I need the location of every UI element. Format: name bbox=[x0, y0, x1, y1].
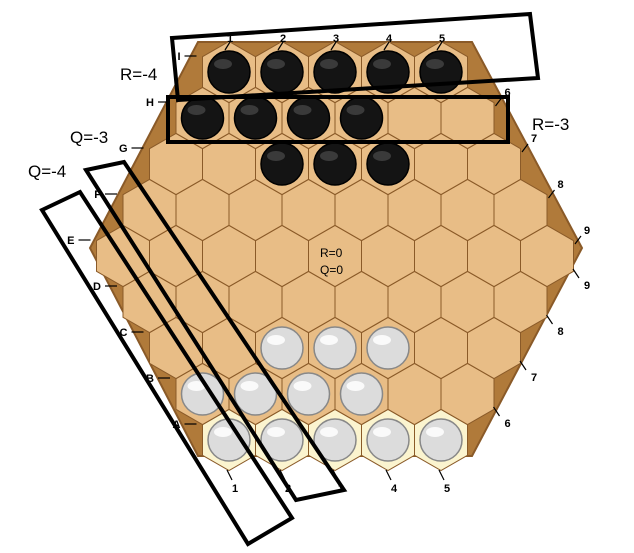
right-col-tick-6 bbox=[493, 406, 500, 417]
white-marble-C3[interactable] bbox=[260, 326, 304, 370]
upper-right-col-label-8: 8 bbox=[557, 179, 563, 191]
center-r-label: R=0 bbox=[320, 246, 343, 260]
board-marbles bbox=[180, 50, 463, 462]
right-col-label-7: 7 bbox=[531, 372, 537, 384]
top-col-label-5: 5 bbox=[439, 33, 445, 45]
black-marble-G7[interactable] bbox=[366, 142, 410, 186]
row-label-H: H bbox=[146, 97, 154, 109]
bottom-col-label-5: 5 bbox=[444, 483, 450, 495]
annotation-overlays bbox=[39, 11, 541, 547]
q-minus4-box bbox=[39, 189, 295, 547]
row-label-G: G bbox=[119, 143, 128, 155]
top-col-tick-5 bbox=[436, 41, 443, 51]
right-col-label-9: 9 bbox=[584, 280, 590, 292]
black-marble-H6[interactable] bbox=[286, 96, 331, 140]
black-marble-I8[interactable] bbox=[366, 50, 410, 94]
upper-right-col-label-7: 7 bbox=[531, 133, 537, 145]
white-marble-B1[interactable] bbox=[180, 372, 225, 416]
white-marble-A4[interactable] bbox=[366, 418, 410, 462]
white-marble-B3[interactable] bbox=[286, 372, 331, 416]
white-marble-C5[interactable] bbox=[366, 326, 410, 370]
top-col-tick-4 bbox=[383, 41, 390, 51]
black-marble-H4[interactable] bbox=[180, 96, 225, 140]
right-col-tick-7 bbox=[519, 360, 527, 371]
right-col-label-8: 8 bbox=[557, 326, 563, 338]
center-q-label: Q=0 bbox=[320, 263, 343, 277]
upper-right-col-label-9: 9 bbox=[584, 225, 590, 237]
bottom-col-tick-5 bbox=[438, 469, 445, 481]
white-marble-A2[interactable] bbox=[260, 418, 304, 462]
black-marble-I6[interactable] bbox=[260, 50, 304, 94]
black-marble-G6[interactable] bbox=[313, 142, 357, 186]
upper-right-col-label-6: 6 bbox=[504, 87, 510, 99]
right-col-tick-8 bbox=[546, 314, 553, 325]
row-label-B: B bbox=[146, 373, 154, 385]
black-marble-G5[interactable] bbox=[260, 142, 304, 186]
top-col-label-3: 3 bbox=[333, 33, 339, 45]
upper-right-col-tick-8 bbox=[548, 189, 555, 199]
bottom-col-label-1: 1 bbox=[232, 483, 238, 495]
white-marble-B2[interactable] bbox=[233, 372, 278, 416]
bottom-col-label-4: 4 bbox=[391, 483, 398, 495]
row-label-C: C bbox=[120, 327, 128, 339]
bottom-col-tick-1 bbox=[226, 469, 233, 481]
r-minus4-label: R=-4 bbox=[120, 65, 157, 84]
white-marble-B4[interactable] bbox=[339, 372, 384, 416]
black-marble-H5[interactable] bbox=[233, 96, 278, 140]
black-marble-H7[interactable] bbox=[339, 96, 384, 140]
top-col-tick-3 bbox=[330, 41, 337, 51]
top-col-tick-1 bbox=[224, 41, 231, 51]
top-col-label-4: 4 bbox=[386, 33, 393, 45]
top-col-label-1: 1 bbox=[227, 33, 233, 45]
white-marble-C4[interactable] bbox=[313, 326, 357, 370]
white-marble-A5[interactable] bbox=[419, 418, 463, 462]
white-marble-A1[interactable] bbox=[207, 418, 251, 462]
upper-right-col-tick-6 bbox=[495, 97, 502, 107]
r-minus4-box bbox=[169, 11, 541, 103]
q-minus4-label: Q=-4 bbox=[28, 162, 66, 181]
upper-right-col-tick-7 bbox=[521, 143, 529, 153]
upper-right-col-tick-9 bbox=[574, 235, 582, 245]
top-col-label-2: 2 bbox=[280, 33, 286, 45]
black-marble-I7[interactable] bbox=[313, 50, 357, 94]
q-minus3-box bbox=[82, 159, 348, 503]
right-col-label-6: 6 bbox=[504, 418, 510, 430]
top-col-tick-2 bbox=[277, 41, 284, 51]
q-minus3-label: Q=-3 bbox=[70, 128, 108, 147]
bottom-col-tick-4 bbox=[385, 469, 392, 481]
black-marble-I5[interactable] bbox=[207, 50, 251, 94]
row-label-F: F bbox=[94, 189, 101, 201]
white-marble-A3[interactable] bbox=[313, 418, 357, 462]
r-minus3-box bbox=[166, 95, 510, 144]
row-label-D: D bbox=[93, 281, 101, 293]
right-col-tick-9 bbox=[572, 268, 580, 279]
r-minus3-label: R=-3 bbox=[532, 115, 569, 134]
row-label-E: E bbox=[67, 235, 74, 247]
row-label-I: I bbox=[177, 51, 180, 63]
